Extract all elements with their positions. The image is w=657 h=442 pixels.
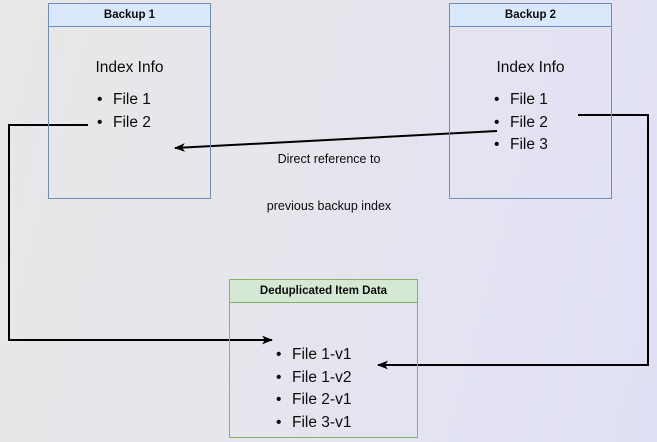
backup1-file-list: File 1 File 2 — [97, 89, 151, 134]
direct-reference-label: Direct reference to previous backup inde… — [244, 121, 414, 245]
list-item: File 3-v1 — [276, 412, 351, 435]
backup2-box: Backup 2 Index Info File 1 File 2 File 3 — [449, 3, 612, 199]
list-item: File 2-v1 — [276, 389, 351, 412]
backup2-header: Backup 2 — [450, 4, 611, 27]
backup1-box: Backup 1 Index Info File 1 File 2 — [48, 3, 211, 199]
backup2-index-info-label: Index Info — [496, 59, 565, 76]
dedup-item-list: File 1-v1 File 1-v2 File 2-v1 File 3-v1 — [276, 344, 351, 434]
list-item: File 1-v1 — [276, 344, 351, 367]
backup2-body: Index Info File 1 File 2 File 3 — [450, 27, 611, 198]
list-item: File 3 — [494, 134, 548, 157]
direct-reference-label-line-1: Direct reference to — [277, 152, 381, 166]
list-item: File 2 — [97, 112, 151, 135]
direct-reference-edge — [174, 130, 498, 152]
list-item: File 1 — [494, 89, 548, 112]
backup2-file-list: File 1 File 2 File 3 — [494, 89, 548, 157]
direct-reference-label-line-2: previous backup index — [266, 198, 392, 213]
dedup-header: Deduplicated Item Data — [230, 280, 417, 303]
backup1-index-info-label: Index Info — [95, 59, 164, 76]
backup1-body: Index Info File 1 File 2 — [49, 27, 210, 198]
backup2-file1-to-dedup-edge — [377, 114, 649, 370]
dedup-body: File 1-v1 File 1-v2 File 2-v1 File 3-v1 — [230, 303, 417, 437]
list-item: File 2 — [494, 112, 548, 135]
list-item: File 1-v2 — [276, 367, 351, 390]
deduplicated-item-data-box: Deduplicated Item Data File 1-v1 File 1-… — [229, 279, 418, 438]
backup1-header: Backup 1 — [49, 4, 210, 27]
list-item: File 1 — [97, 89, 151, 112]
